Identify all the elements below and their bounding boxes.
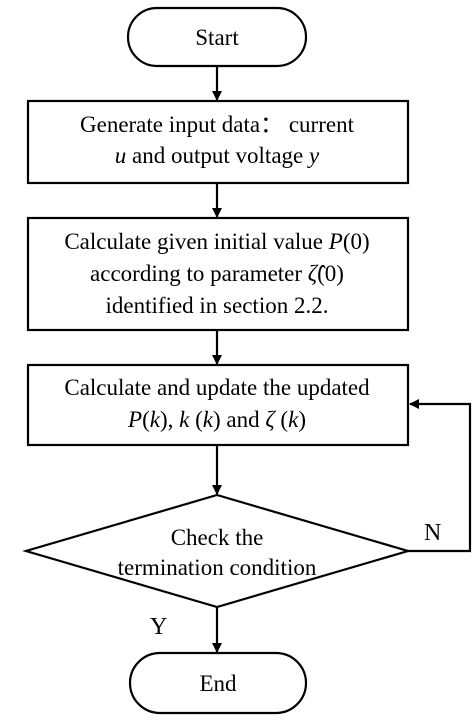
start-node: Start [126, 6, 308, 68]
start-label: Start [195, 25, 239, 50]
text-run: identified in section 2.2. [106, 293, 329, 318]
termination-check-decision: Check the termination condition [22, 493, 412, 609]
text-run: ) and [213, 407, 265, 432]
text-run: ( [142, 407, 150, 432]
text-run: (0) [343, 229, 370, 254]
text-run: k [288, 407, 299, 432]
yes-label: Y [150, 614, 167, 640]
text-run: ζ [265, 407, 276, 432]
generate-input-data-text: Generate input data： current u and output… [80, 112, 355, 168]
text-run: P [328, 229, 343, 254]
text-run: k [179, 407, 190, 432]
text-run: k [203, 407, 214, 432]
text-run: and output voltage [126, 143, 309, 168]
text-run: (0) [317, 261, 344, 286]
text-run: termination condition [118, 555, 317, 580]
text-run: Calculate given initial value [64, 229, 328, 254]
calculate-initial-value-box: Calculate given initial value P(0)accord… [26, 216, 410, 332]
text-run: Generate input data： [80, 112, 283, 137]
text-run: ) [298, 407, 306, 432]
end-label: End [199, 671, 237, 696]
text-run: Calculate and update the updated [64, 375, 370, 400]
arrow-no-loop-back [408, 399, 472, 553]
text-run: u [115, 143, 127, 168]
text-run: y [307, 143, 320, 168]
text-run: ), [160, 407, 179, 432]
text-run: according to parameter [90, 261, 308, 286]
text-run: k [150, 407, 161, 432]
text-run: ( [275, 407, 288, 432]
termination-check-text: Check the termination condition [118, 525, 317, 580]
no-label: N [424, 520, 441, 546]
text-run: current [283, 112, 354, 137]
calculate-initial-value-text: Calculate given initial value P(0)accord… [64, 229, 369, 318]
text-run: Check the [171, 525, 264, 550]
generate-input-data-box: Generate input data： current u and output… [26, 99, 410, 185]
text-run: P [127, 407, 142, 432]
end-node: End [128, 651, 308, 715]
text-run: ( [189, 407, 202, 432]
